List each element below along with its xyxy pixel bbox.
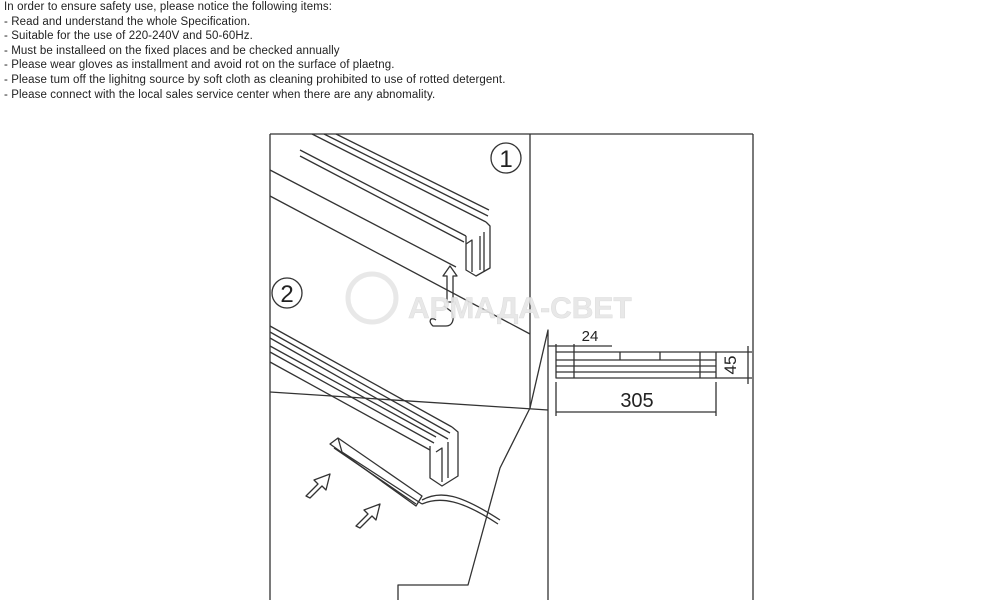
arrow-up-icon <box>429 265 458 327</box>
lamp-module <box>329 437 501 525</box>
notice-item: - Please tum off the lighitng source by … <box>4 73 506 86</box>
notice-intro: In order to ensure safety use, please no… <box>4 1 333 13</box>
notice-item: - Suitable for the use of 220-240V and 5… <box>4 30 253 43</box>
arrow-diagonal-icon <box>305 473 381 529</box>
watermark-text: АРМАДА-СВЕТ <box>408 292 632 325</box>
panel-dividers <box>397 134 549 600</box>
notice-item: - Please wear gloves as installment and … <box>4 59 395 72</box>
safety-notice: In order to ensure safety use, please no… <box>4 0 506 102</box>
dimension-length-label: 305 <box>620 390 653 412</box>
notice-item: - Read and understand the whole Specific… <box>4 15 251 28</box>
step-2-number: 2 <box>280 281 293 308</box>
diagram-frame <box>269 133 754 600</box>
ceiling-line-2 <box>269 391 549 411</box>
watermark: АРМАДА-СВЕТ <box>345 271 632 325</box>
rail-step-2 <box>269 325 459 487</box>
watermark-logo-icon <box>345 271 399 325</box>
step-1-badge <box>490 142 522 174</box>
step-2-badge <box>271 277 303 309</box>
dimension-drawing <box>548 344 752 416</box>
step-1-number: 1 <box>499 146 512 173</box>
dimension-height-label: 45 <box>721 356 740 375</box>
notice-item: - Must be installeed on the fixed places… <box>4 44 340 57</box>
rail-step-1 <box>269 133 491 277</box>
ceiling-line-1 <box>269 195 531 335</box>
dimension-width-label: 24 <box>582 328 599 345</box>
notice-item: - Please connect with the local sales se… <box>4 88 436 101</box>
